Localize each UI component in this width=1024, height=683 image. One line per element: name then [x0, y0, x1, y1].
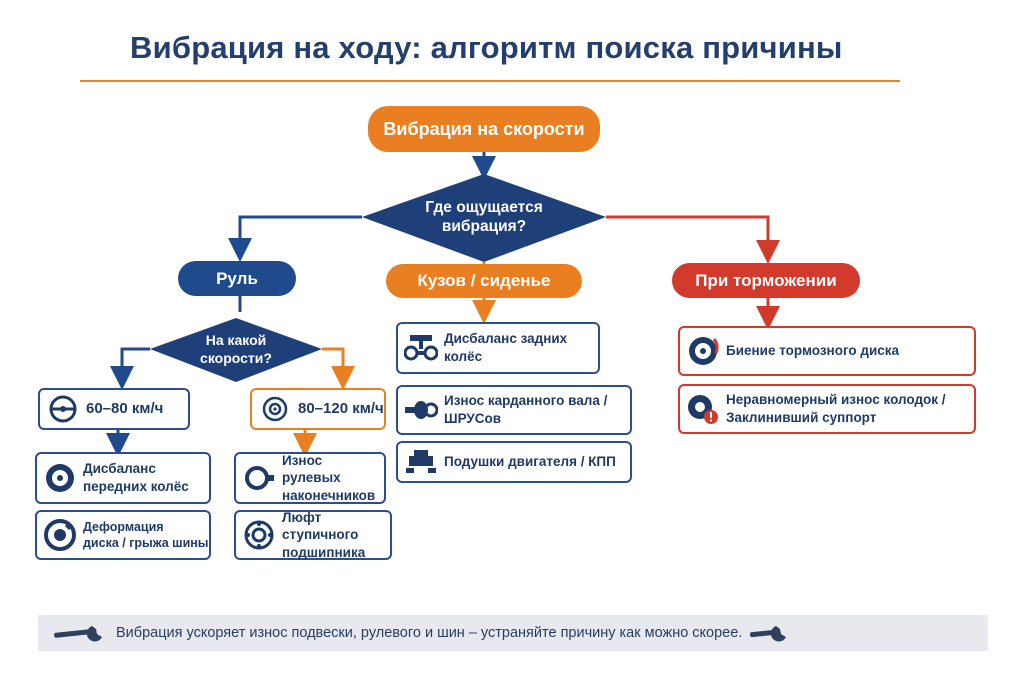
cause-tie-rod: Износ рулевых наконечников: [234, 452, 386, 504]
cause-brake-pads: Неравномерный износ колодок / Заклинивши…: [678, 384, 976, 434]
cause-label: Деформация диска / грыжа шины: [83, 519, 209, 550]
cause-label: Дисбаланс задних колёс: [444, 331, 568, 364]
speedometer-icon: [258, 392, 292, 426]
cause-engine-mounts: Подушки двигателя / КПП: [396, 441, 632, 483]
steering-wheel-icon: [46, 392, 80, 426]
tie-rod-icon: [242, 461, 276, 495]
cause-label: Износ карданного вала / ШРУСов: [444, 393, 608, 426]
footer-note: Вибрация ускоряет износ подвески, рулево…: [38, 615, 988, 651]
branch-body: Кузов / сиденье: [386, 264, 582, 298]
main-question-line2: вибрация?: [441, 218, 527, 236]
wrench-icon: [50, 623, 106, 643]
cause-label: Подушки двигателя / КПП: [444, 454, 616, 470]
main-question: Где ощущается вибрация?: [404, 198, 564, 237]
speed-question-line1: На какой: [205, 332, 267, 348]
brake-disc-icon: [686, 334, 720, 368]
speed-low-label: 60–80 км/ч: [86, 400, 164, 418]
page-title: Вибрация на ходу: алгоритм поиска причин…: [130, 30, 843, 65]
cause-label: Неравномерный износ колодок / Заклинивши…: [726, 392, 946, 425]
speed-low-box: 60–80 км/ч: [38, 388, 190, 430]
cause-front-balance: Дисбаланс передних колёс: [35, 452, 211, 504]
speed-question-line2: скорости?: [200, 349, 272, 366]
speed-high-box: 80–120 км/ч: [250, 388, 386, 430]
wrench-icon: [748, 623, 788, 643]
cause-rear-balance: Дисбаланс задних колёс: [396, 322, 600, 374]
damaged-wheel-icon: [43, 518, 77, 552]
caliper-warning-icon: [686, 392, 720, 426]
engine-mount-icon: [404, 445, 438, 479]
rear-axle-icon: [404, 331, 438, 365]
start-node: Вибрация на скорости: [368, 106, 600, 152]
cause-brake-disc: Биение тормозного диска: [678, 326, 976, 376]
branch-braking: При торможении: [672, 263, 860, 298]
cv-joint-icon: [404, 393, 438, 427]
cause-driveshaft: Износ карданного вала / ШРУСов: [396, 385, 632, 435]
tire-icon: [43, 461, 77, 495]
speed-high-label: 80–120 км/ч: [298, 400, 384, 418]
footer-text: Вибрация ускоряет износ подвески, рулево…: [116, 625, 743, 641]
cause-hub-bearing: Люфт ступичного подшипника: [234, 510, 392, 560]
speed-question: На какой скорости?: [176, 332, 296, 367]
cause-wheel-deformation: Деформация диска / грыжа шины: [35, 510, 211, 560]
cause-label: Люфт ступичного подшипника: [282, 509, 366, 560]
title-divider: [80, 80, 900, 82]
bearing-icon: [242, 518, 276, 552]
cause-label: Износ рулевых наконечников: [282, 452, 376, 503]
branch-wheel: Руль: [178, 261, 296, 296]
cause-label: Биение тормозного диска: [726, 343, 900, 359]
main-question-line1: Где ощущается: [425, 199, 543, 216]
cause-label: Дисбаланс передних колёс: [83, 461, 189, 494]
